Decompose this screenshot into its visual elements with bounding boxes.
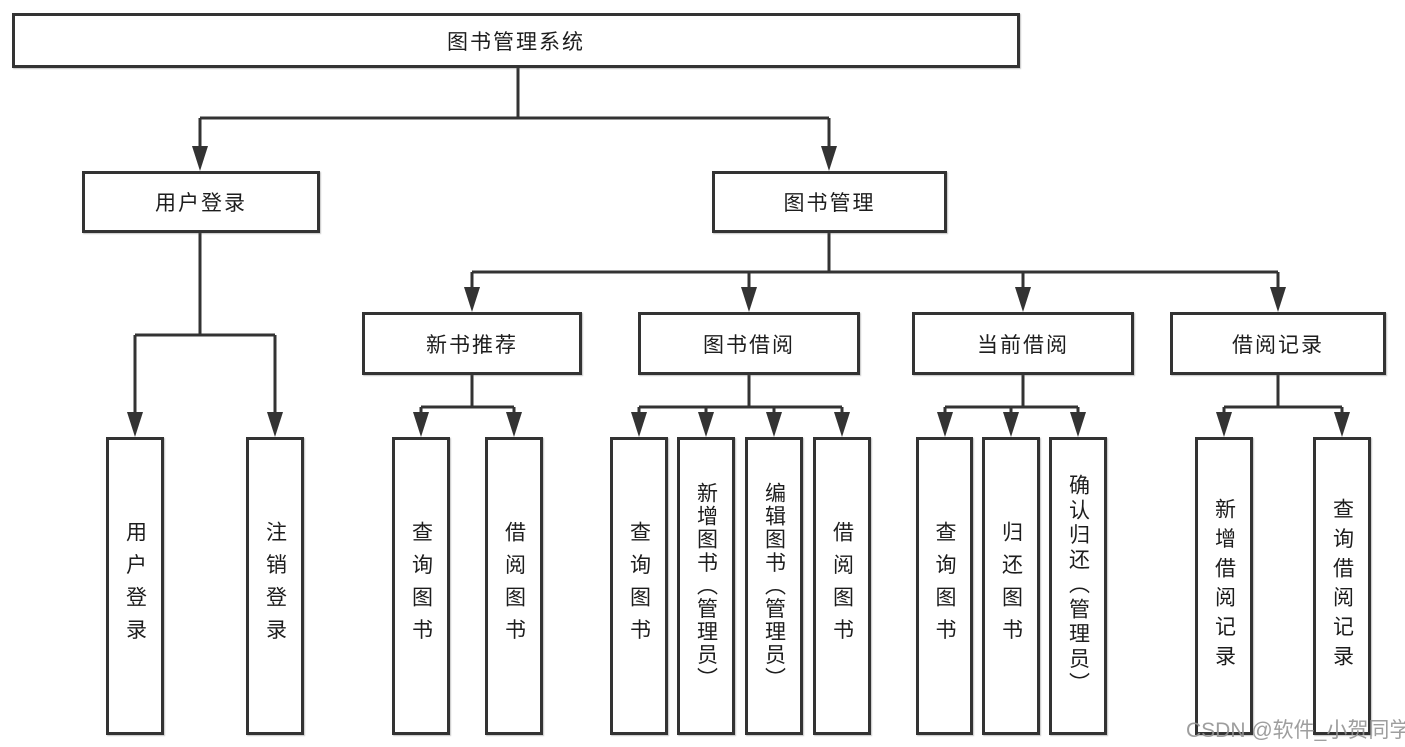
leaf-add-books-admin: 新增图书（管理员） xyxy=(677,437,735,735)
arrow-down-icon xyxy=(631,412,647,437)
node-label: 图书管理系统 xyxy=(447,29,585,54)
node-label: 注销登录 xyxy=(263,520,288,652)
arrow-down-icon xyxy=(1334,412,1350,437)
node-label: 用户登录 xyxy=(155,191,247,215)
arrow-down-icon xyxy=(1015,287,1031,312)
node-label: 图书管理 xyxy=(783,191,876,215)
leaf-return-books: 归还图书 xyxy=(982,437,1040,735)
arrow-down-icon xyxy=(1003,412,1019,437)
node-library-management-system: 图书管理系统 xyxy=(12,13,1020,68)
leaf-add-borrow-record: 新增借阅记录 xyxy=(1195,437,1253,735)
node-label: 编辑图书（管理员） xyxy=(762,482,787,690)
node-label: 查询借阅记录 xyxy=(1330,497,1355,675)
arrow-down-icon xyxy=(741,287,757,312)
node-label: 确认归还（管理员） xyxy=(1066,474,1091,698)
connector-book-borrow xyxy=(637,375,844,418)
node-label: 借阅记录 xyxy=(1232,332,1324,357)
leaf-borrow-books-1: 借阅图书 xyxy=(485,437,543,735)
leaf-user-login: 用户登录 xyxy=(106,437,164,735)
connector-root xyxy=(198,68,831,150)
arrow-down-icon xyxy=(192,146,208,171)
arrow-down-icon xyxy=(267,412,283,437)
node-label: 用户登录 xyxy=(123,520,148,652)
connector-borrow-records xyxy=(1222,375,1344,418)
leaf-query-borrow-record: 查询借阅记录 xyxy=(1313,437,1371,735)
arrow-down-icon xyxy=(1216,412,1232,437)
csdn-watermark: CSDN @软件_小贺同学 xyxy=(1186,719,1405,742)
arrow-down-icon xyxy=(937,412,953,437)
arrowheads xyxy=(127,146,1350,437)
leaf-confirm-return-admin: 确认归还（管理员） xyxy=(1049,437,1107,735)
connector-current-borrow xyxy=(943,375,1080,418)
node-current-borrowing: 当前借阅 xyxy=(912,312,1134,375)
arrow-down-icon xyxy=(1270,287,1286,312)
node-book-borrowing: 图书借阅 xyxy=(638,312,860,375)
leaf-borrow-books-2: 借阅图书 xyxy=(813,437,871,735)
arrow-down-icon xyxy=(698,412,714,437)
node-book-management: 图书管理 xyxy=(712,171,947,233)
leaf-query-books-1: 查询图书 xyxy=(392,437,450,735)
node-label: 新增借阅记录 xyxy=(1212,497,1237,675)
node-borrowing-records: 借阅记录 xyxy=(1170,312,1386,375)
node-new-book-recommend: 新书推荐 xyxy=(362,312,582,375)
arrow-down-icon xyxy=(127,412,143,437)
leaf-query-books-3: 查询图书 xyxy=(916,437,973,735)
node-label: 借阅图书 xyxy=(830,520,855,652)
node-label: 当前借阅 xyxy=(977,332,1069,357)
node-user-login: 用户登录 xyxy=(82,171,320,233)
leaf-edit-books-admin: 编辑图书（管理员） xyxy=(745,437,803,735)
arrow-down-icon xyxy=(1070,412,1086,437)
leaf-logout: 注销登录 xyxy=(246,437,304,735)
node-label: 查询图书 xyxy=(409,520,434,652)
node-label: 图书借阅 xyxy=(703,332,795,357)
leaf-query-books-2: 查询图书 xyxy=(610,437,668,735)
arrow-down-icon xyxy=(766,412,782,437)
arrow-down-icon xyxy=(464,287,480,312)
arrow-down-icon xyxy=(506,412,522,437)
node-label: 新书推荐 xyxy=(426,332,518,357)
node-label: 借阅图书 xyxy=(502,520,527,652)
node-label: 查询图书 xyxy=(627,520,652,652)
node-label: 新增图书（管理员） xyxy=(694,482,719,690)
connector-book-mgmt xyxy=(470,233,1280,292)
arrow-down-icon xyxy=(413,412,429,437)
connector-user-login xyxy=(133,233,277,418)
arrow-down-icon xyxy=(834,412,850,437)
connector-new-books xyxy=(419,375,516,418)
node-label: 查询图书 xyxy=(933,520,958,652)
node-label: 归还图书 xyxy=(999,520,1024,652)
arrow-down-icon xyxy=(821,146,837,171)
